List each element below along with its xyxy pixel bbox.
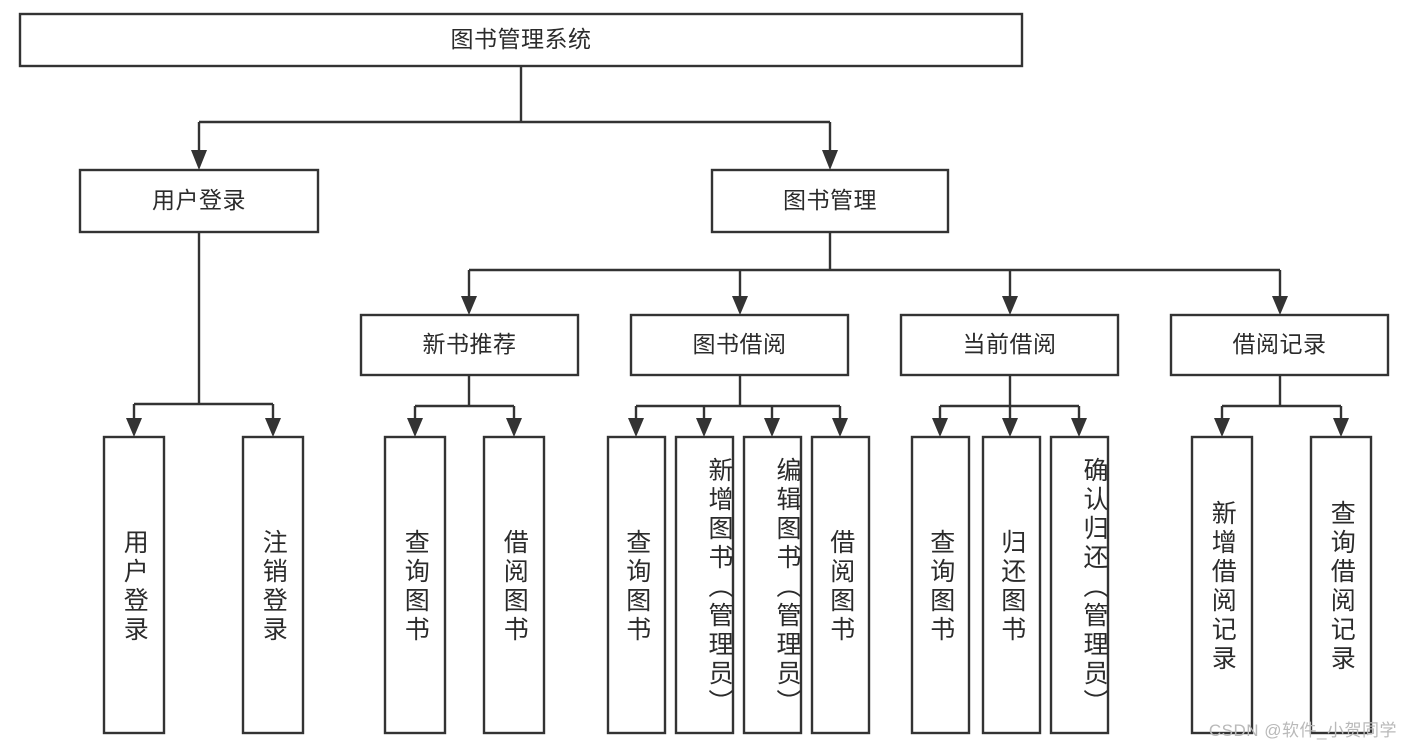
arrow-head-leaf-12 [1333, 418, 1349, 437]
arrow-head-book-borrow [732, 296, 748, 315]
arrow-head-leaf-4 [628, 418, 644, 437]
arrow-head-leaf-2 [407, 418, 423, 437]
node-box-book-management[interactable] [710, 168, 950, 234]
connector-current-borrow-bus [938, 375, 1081, 420]
arrow-head-leaf-11 [1214, 418, 1230, 437]
node-box-user-login[interactable] [78, 168, 320, 234]
arrow-head-borrow-record [1272, 296, 1288, 315]
leaf-box-11[interactable] [1190, 435, 1254, 735]
leaf-box-8[interactable] [910, 435, 971, 735]
arrow-head-leaf-10 [1071, 418, 1087, 437]
leaf-box-12[interactable] [1309, 435, 1373, 735]
arrow-head-leaf-9 [1002, 418, 1018, 437]
arrow-head-leaf-1 [265, 418, 281, 437]
arrow-head-leaf-3 [506, 418, 522, 437]
leaf-box-4[interactable] [606, 435, 667, 735]
leaf-box-5[interactable] [674, 435, 735, 735]
leaf-box-0[interactable] [102, 435, 166, 735]
connector-borrow-record-bus [1220, 375, 1343, 420]
arrow-head-leaf-8 [932, 418, 948, 437]
leaf-box-1[interactable] [241, 435, 305, 735]
connector-root-bus [197, 66, 832, 152]
connector-user-login-bus [132, 232, 275, 420]
connector-book-management-bus [467, 232, 1282, 298]
node-box-new-book-recommend[interactable] [359, 313, 580, 377]
arrow-head-current-borrow [1002, 296, 1018, 315]
arrow-head-leaf-5 [696, 418, 712, 437]
leaf-box-10[interactable] [1049, 435, 1110, 735]
node-box-book-borrow[interactable] [629, 313, 850, 377]
arrow-head-book-management [822, 150, 838, 170]
leaf-box-7[interactable] [810, 435, 871, 735]
connector-book-borrow-bus [634, 375, 842, 420]
node-box-borrow-record[interactable] [1169, 313, 1390, 377]
arrow-head-user-login [191, 150, 207, 170]
leaf-box-3[interactable] [482, 435, 546, 735]
leaf-box-2[interactable] [383, 435, 447, 735]
leaf-box-6[interactable] [742, 435, 803, 735]
node-box-root[interactable] [18, 12, 1024, 68]
arrow-head-leaf-7 [832, 418, 848, 437]
arrow-head-leaf-0 [126, 418, 142, 437]
leaf-box-9[interactable] [981, 435, 1042, 735]
arrow-head-new-book-recommend [461, 296, 477, 315]
connector-new-book-recommend-bus [413, 375, 516, 420]
node-box-current-borrow[interactable] [899, 313, 1120, 377]
arrow-head-leaf-6 [764, 418, 780, 437]
